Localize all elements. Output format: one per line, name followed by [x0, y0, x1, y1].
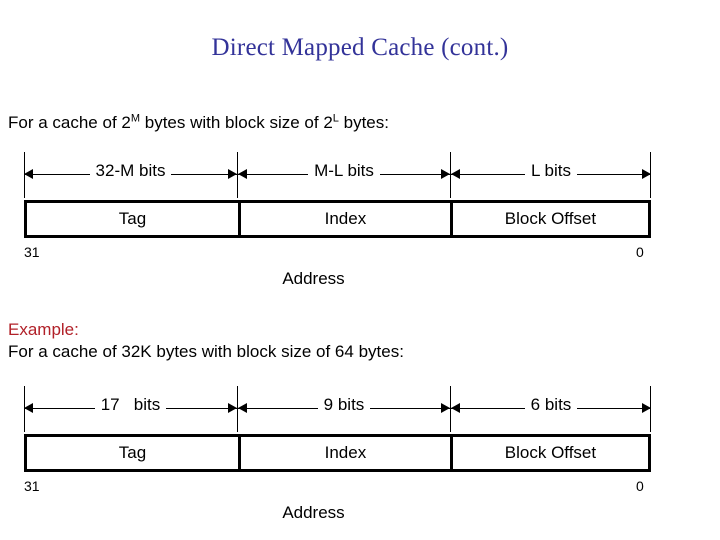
measure-label-wrap: M-L bits [238, 161, 450, 181]
boundary-tick-index-offset [450, 386, 451, 432]
example-field-tag-label: Tag [118, 443, 147, 462]
example-measure-tag-label: 17 bits [94, 395, 167, 414]
example-address-field-box: Tag Index Block Offset [24, 434, 651, 472]
measure-label-wrap: 9 bits [238, 395, 450, 415]
general-measure-tag: 32-M bits [24, 152, 237, 198]
example-field-offset: Block Offset [449, 437, 648, 469]
example-field-offset-label: Block Offset [504, 443, 597, 462]
example-address-caption: Address [282, 503, 345, 522]
example-msb-index: 31 [24, 478, 40, 494]
measure-label-wrap: L bits [451, 161, 651, 181]
example-measure-tag: 17 bits [24, 386, 237, 432]
general-msb-index: 31 [24, 244, 40, 260]
arrowhead-left-icon [238, 403, 247, 413]
example-measure-index: 9 bits [238, 386, 450, 432]
arrowhead-left-icon [238, 169, 247, 179]
example-measure-row: 17 bits 9 bits 6 bits [24, 386, 651, 432]
arrowhead-right-icon [441, 169, 450, 179]
general-field-tag: Tag [27, 203, 238, 235]
example-field-tag: Tag [27, 437, 238, 469]
general-measure-offset-label: L bits [524, 161, 577, 180]
general-intro-text: For a cache of 2M bytes with block size … [8, 113, 389, 133]
arrowhead-left-icon [451, 403, 460, 413]
measure-label-wrap: 6 bits [451, 395, 651, 415]
arrowhead-left-icon [24, 403, 33, 413]
general-field-index: Index [237, 203, 450, 235]
general-lsb-index: 0 [636, 244, 644, 260]
general-address-field-box: Tag Index Block Offset [24, 200, 651, 238]
example-measure-offset: 6 bits [451, 386, 651, 432]
general-address-caption: Address [282, 269, 345, 288]
general-measure-row: 32-M bits M-L bits L bits [24, 152, 651, 198]
general-measure-offset: L bits [451, 152, 651, 198]
general-intro-suffix: bytes: [338, 113, 389, 132]
arrowhead-right-icon [441, 403, 450, 413]
general-field-index-label: Index [324, 209, 367, 228]
general-field-offset: Block Offset [449, 203, 648, 235]
example-measure-offset-label: 6 bits [524, 395, 578, 414]
boundary-tick-tag-index [237, 386, 238, 432]
arrowhead-right-icon [642, 403, 651, 413]
example-lsb-index: 0 [636, 478, 644, 494]
arrowhead-right-icon [642, 169, 651, 179]
general-intro-prefix: For a cache of 2 [8, 113, 131, 132]
arrowhead-right-icon [228, 169, 237, 179]
general-measure-index: M-L bits [238, 152, 450, 198]
general-field-offset-label: Block Offset [504, 209, 597, 228]
general-measure-index-label: M-L bits [308, 161, 380, 180]
boundary-tick-tag-index [237, 152, 238, 198]
general-intro-exponent-m: M [130, 112, 141, 125]
general-intro-exponent-l: L [332, 112, 339, 125]
measure-label-wrap: 32-M bits [24, 161, 237, 181]
example-field-index-label: Index [324, 443, 367, 462]
example-label: Example: [8, 320, 79, 339]
boundary-tick-index-offset [450, 152, 451, 198]
arrowhead-left-icon [24, 169, 33, 179]
general-intro-middle: bytes with block size of 2 [140, 113, 333, 132]
example-measure-index-label: 9 bits [317, 395, 371, 414]
arrowhead-right-icon [228, 403, 237, 413]
general-field-tag-label: Tag [118, 209, 147, 228]
example-intro-text: For a cache of 32K bytes with block size… [8, 342, 404, 361]
page-title: Direct Mapped Cache (cont.) [211, 34, 509, 61]
measure-label-wrap: 17 bits [24, 395, 237, 415]
example-field-index: Index [237, 437, 450, 469]
general-measure-tag-label: 32-M bits [89, 161, 172, 180]
arrowhead-left-icon [451, 169, 460, 179]
